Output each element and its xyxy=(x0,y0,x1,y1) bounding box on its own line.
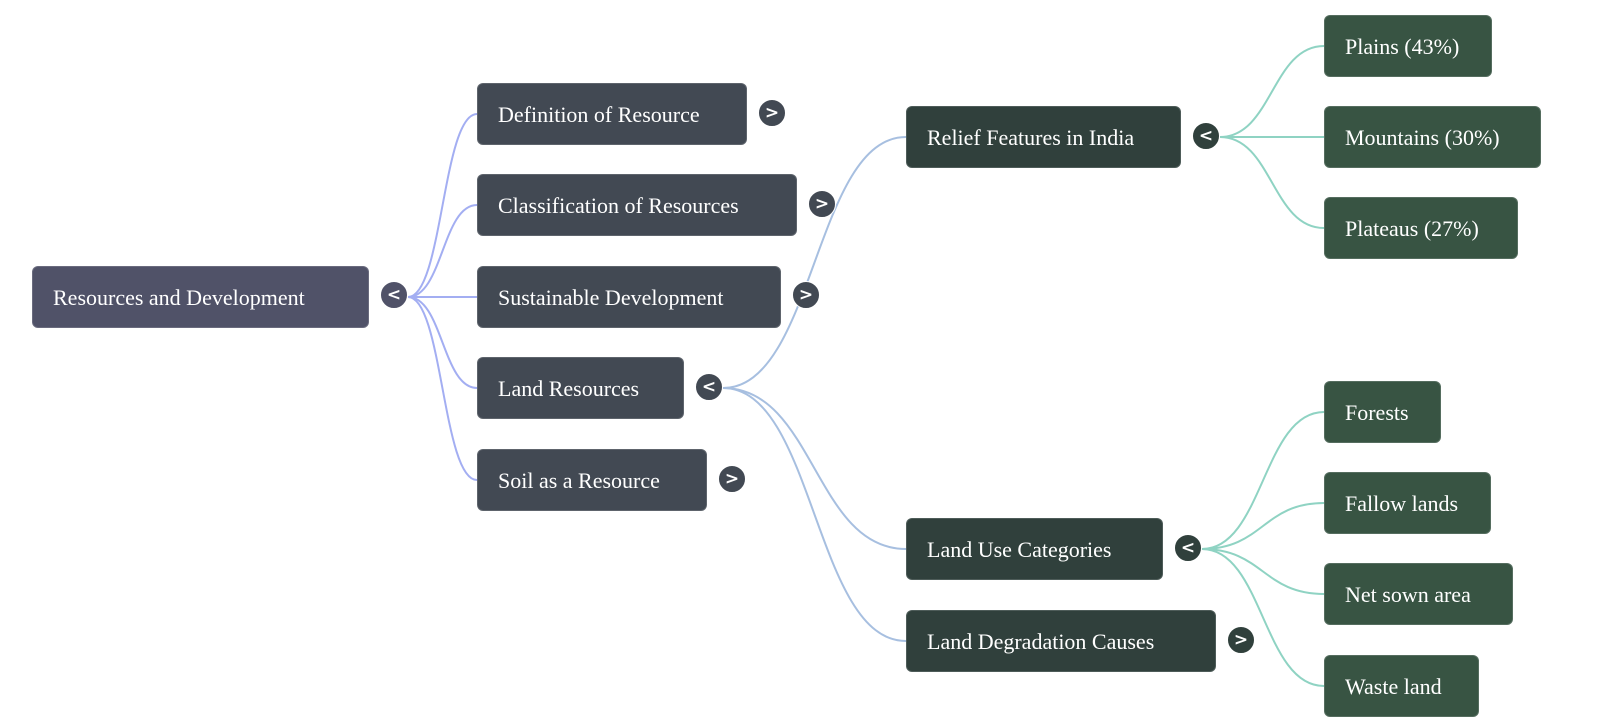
expand-toggle-icon[interactable]: > xyxy=(1227,626,1255,654)
collapse-toggle-icon[interactable]: < xyxy=(695,373,723,401)
node-soil-as-a-resource[interactable]: Soil as a Resource xyxy=(477,449,707,511)
link-land-use-to-child xyxy=(1201,411,1325,550)
collapse-toggle-icon[interactable]: < xyxy=(1192,122,1220,150)
link-relief-to-child xyxy=(1219,136,1325,229)
link-root-to-child xyxy=(407,113,478,298)
expand-toggle-icon[interactable]: > xyxy=(758,99,786,127)
expand-toggle-icon[interactable]: > xyxy=(718,465,746,493)
collapse-toggle-icon[interactable]: < xyxy=(380,281,408,309)
node-waste-land[interactable]: Waste land xyxy=(1324,655,1479,717)
node-definition-of-resource[interactable]: Definition of Resource xyxy=(477,83,747,145)
link-land-resources-to-child xyxy=(722,387,907,550)
link-root-to-child xyxy=(407,296,478,481)
node-sustainable-development[interactable]: Sustainable Development xyxy=(477,266,781,328)
expand-toggle-icon[interactable]: > xyxy=(808,190,836,218)
node-land-degradation-causes[interactable]: Land Degradation Causes xyxy=(906,610,1216,672)
link-land-use-to-child xyxy=(1201,502,1325,550)
link-land-use-to-child xyxy=(1201,548,1325,595)
node-plains[interactable]: Plains (43%) xyxy=(1324,15,1492,77)
node-relief-features-in-india[interactable]: Relief Features in India xyxy=(906,106,1181,168)
node-forests[interactable]: Forests xyxy=(1324,381,1441,443)
collapse-toggle-icon[interactable]: < xyxy=(1174,534,1202,562)
expand-toggle-icon[interactable]: > xyxy=(792,281,820,309)
link-root-to-child xyxy=(407,204,478,298)
link-land-use-to-child xyxy=(1201,548,1325,687)
node-mountains[interactable]: Mountains (30%) xyxy=(1324,106,1541,168)
node-fallow-lands[interactable]: Fallow lands xyxy=(1324,472,1491,534)
node-plateaus[interactable]: Plateaus (27%) xyxy=(1324,197,1518,259)
node-net-sown-area[interactable]: Net sown area xyxy=(1324,563,1513,625)
node-classification-of-resources[interactable]: Classification of Resources xyxy=(477,174,797,236)
root-node[interactable]: Resources and Development xyxy=(32,266,369,328)
link-land-resources-to-child xyxy=(722,136,907,389)
link-land-resources-to-child xyxy=(722,387,907,642)
link-relief-to-child xyxy=(1219,45,1325,138)
node-land-resources[interactable]: Land Resources xyxy=(477,357,684,419)
node-land-use-categories[interactable]: Land Use Categories xyxy=(906,518,1163,580)
link-root-to-child xyxy=(407,296,478,389)
